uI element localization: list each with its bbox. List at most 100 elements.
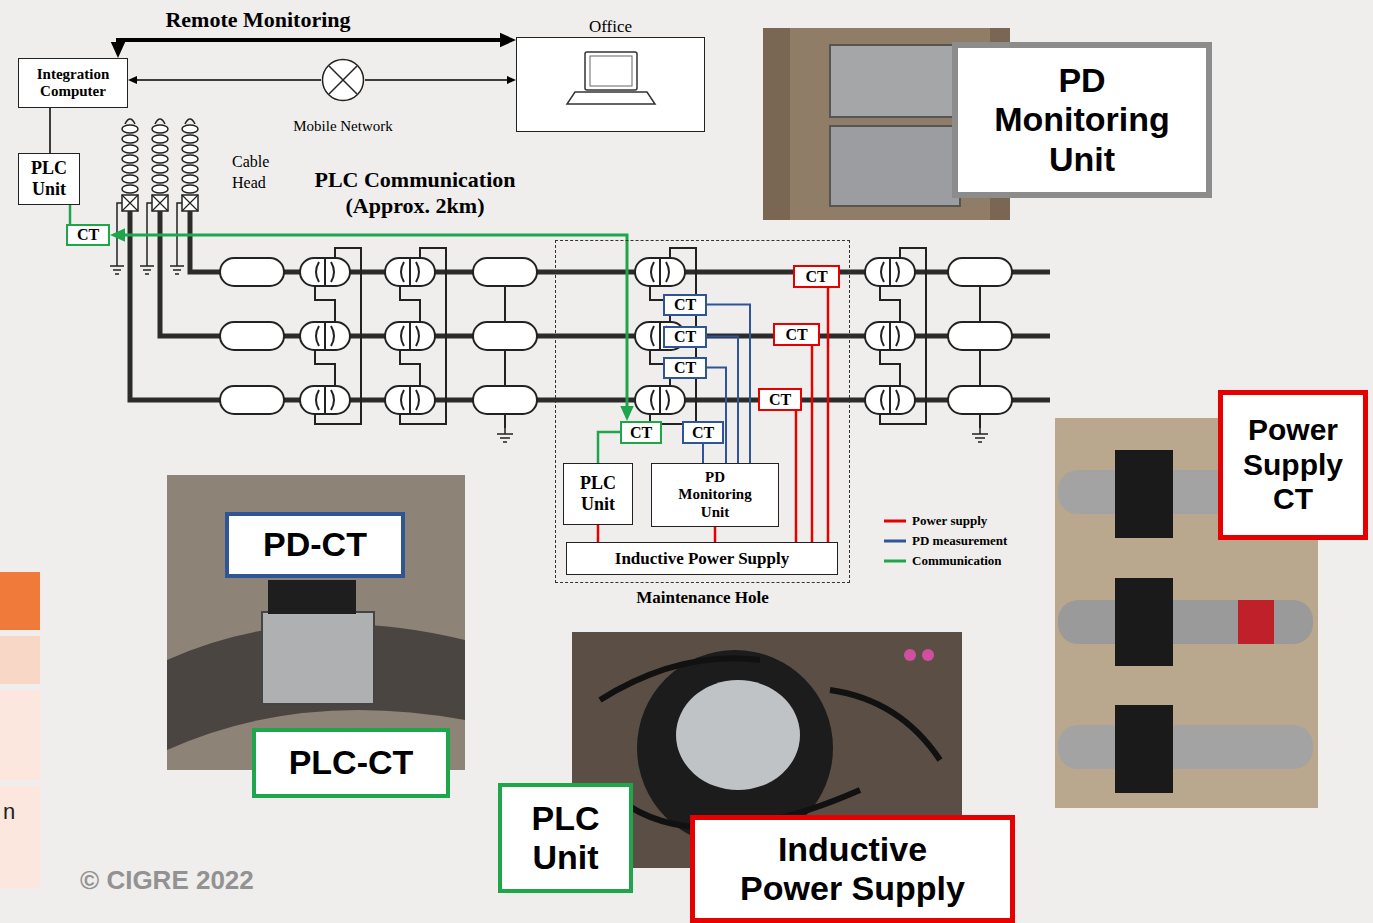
node-heading: Maintenance Hole	[636, 588, 769, 608]
node-heading: Mobile Network	[293, 118, 393, 135]
current-transformer-box: CT	[682, 421, 724, 444]
connector-line	[795, 411, 798, 542]
photo-inductive-power-supply	[904, 649, 916, 661]
cable-joint	[948, 386, 1012, 414]
cable-joint	[865, 386, 915, 414]
connector	[128, 76, 321, 84]
cable-joint	[220, 258, 1012, 414]
cable-joint	[473, 386, 537, 414]
current-transformer-box: CT	[773, 323, 820, 346]
photo-callout: PD Monitoring Unit	[952, 42, 1212, 198]
text-label: Cable Head	[232, 152, 296, 194]
laptop-icon	[567, 92, 655, 104]
legend-text: Communication	[912, 552, 1002, 570]
photo-pd-ct	[262, 612, 374, 704]
cable-joint	[300, 322, 350, 350]
photo-callout: PD-CT	[225, 512, 405, 578]
node-text: PD-CT	[237, 525, 393, 564]
photo-pd-monitoring-unit	[830, 126, 960, 206]
node-text: CT	[624, 424, 658, 442]
cable-joint	[300, 386, 350, 414]
network-circle	[323, 60, 364, 101]
photo-callout: Power Supply CT	[1218, 390, 1368, 540]
current-transformer-box: CT	[663, 294, 707, 316]
connector	[707, 337, 738, 464]
photo-pd-ct	[167, 475, 465, 770]
photo-callout: PLC Unit	[498, 783, 633, 893]
laptop-icon	[590, 56, 632, 86]
cable-joint	[473, 322, 537, 350]
cable-joint	[635, 386, 685, 414]
power-cable	[160, 211, 1050, 336]
table-fragment	[0, 572, 40, 630]
connector-line	[69, 205, 72, 224]
network-symbol	[321, 58, 365, 102]
connector-line	[365, 79, 510, 81]
equipment-box: PLC Unit	[18, 153, 80, 205]
node-text: PD Monitoring Unit	[670, 469, 760, 521]
network-symbol: Mobile Network	[321, 58, 365, 102]
node-text: Inductive Power Supply	[570, 549, 834, 569]
node-text: PLC Unit	[567, 473, 629, 514]
network-cross	[329, 66, 357, 94]
connector	[812, 346, 813, 542]
node-text: CT	[70, 226, 106, 244]
cable-joint	[385, 258, 435, 286]
photo-pd-monitoring-unit	[830, 45, 960, 117]
node-text: CT	[667, 359, 703, 377]
photo-inductive-power-supply	[922, 649, 934, 661]
photo-inductive-power-supply	[676, 680, 800, 790]
connector-line	[598, 432, 620, 463]
photo-pd-ct	[268, 580, 356, 614]
connector	[70, 205, 71, 224]
cable-head	[110, 119, 138, 274]
cable-joint	[385, 322, 435, 350]
node-text: Power Supply CT	[1233, 413, 1353, 517]
connector-line	[49, 108, 51, 153]
equipment-box: PLC Unit	[563, 463, 633, 525]
node-text: CT	[667, 296, 703, 314]
connector-line	[121, 235, 628, 411]
maintenance-hole-outline: Maintenance HoleCTCTCTCTCTCTCTCTPLC Unit…	[555, 240, 850, 583]
laptop-icon	[585, 52, 637, 90]
connector-line	[827, 288, 830, 542]
current-transformer-box: CT	[793, 265, 840, 288]
photo-power-supply-ct	[1058, 600, 1313, 644]
office-box-fill	[516, 37, 705, 132]
cable-head	[170, 119, 198, 274]
node-text: PLC-CT	[264, 743, 438, 782]
connector-line	[714, 527, 717, 542]
connector-line	[702, 444, 704, 463]
connector-line	[597, 525, 600, 542]
node-text: CT	[762, 391, 798, 409]
node-text: CT	[686, 424, 720, 442]
equipment-box: Inductive Power Supply	[566, 542, 838, 575]
connector	[707, 368, 726, 464]
node-text: PLC Unit	[22, 158, 76, 199]
arrowhead	[110, 228, 125, 242]
connector	[796, 411, 797, 542]
cable-head	[140, 119, 168, 274]
photo-power-supply-ct	[1115, 578, 1173, 666]
connector	[598, 525, 599, 542]
table-fragment	[0, 690, 40, 780]
photo-power-supply-ct	[1058, 725, 1313, 769]
legend-sample-line	[884, 560, 906, 563]
photo-inductive-power-supply	[600, 658, 940, 827]
arrowhead	[111, 42, 125, 58]
photo-pd-ct	[167, 475, 465, 770]
cable-joint	[220, 322, 284, 350]
cable-joint	[948, 322, 1012, 350]
photo-power-supply-ct	[1115, 705, 1173, 793]
photo-callout: PLC-CT	[252, 728, 450, 798]
legend-sample-line	[884, 520, 906, 523]
current-transformer-box: CT	[663, 326, 707, 348]
ground-symbol	[497, 428, 988, 442]
cross-bonding-lead	[315, 248, 980, 428]
cable-joint	[635, 258, 685, 286]
equipment-box: PD Monitoring Unit	[651, 463, 779, 527]
connector-line	[811, 346, 814, 542]
current-transformer-box: CT	[663, 357, 707, 379]
cable-joint	[220, 258, 284, 286]
cable-joint	[865, 322, 915, 350]
